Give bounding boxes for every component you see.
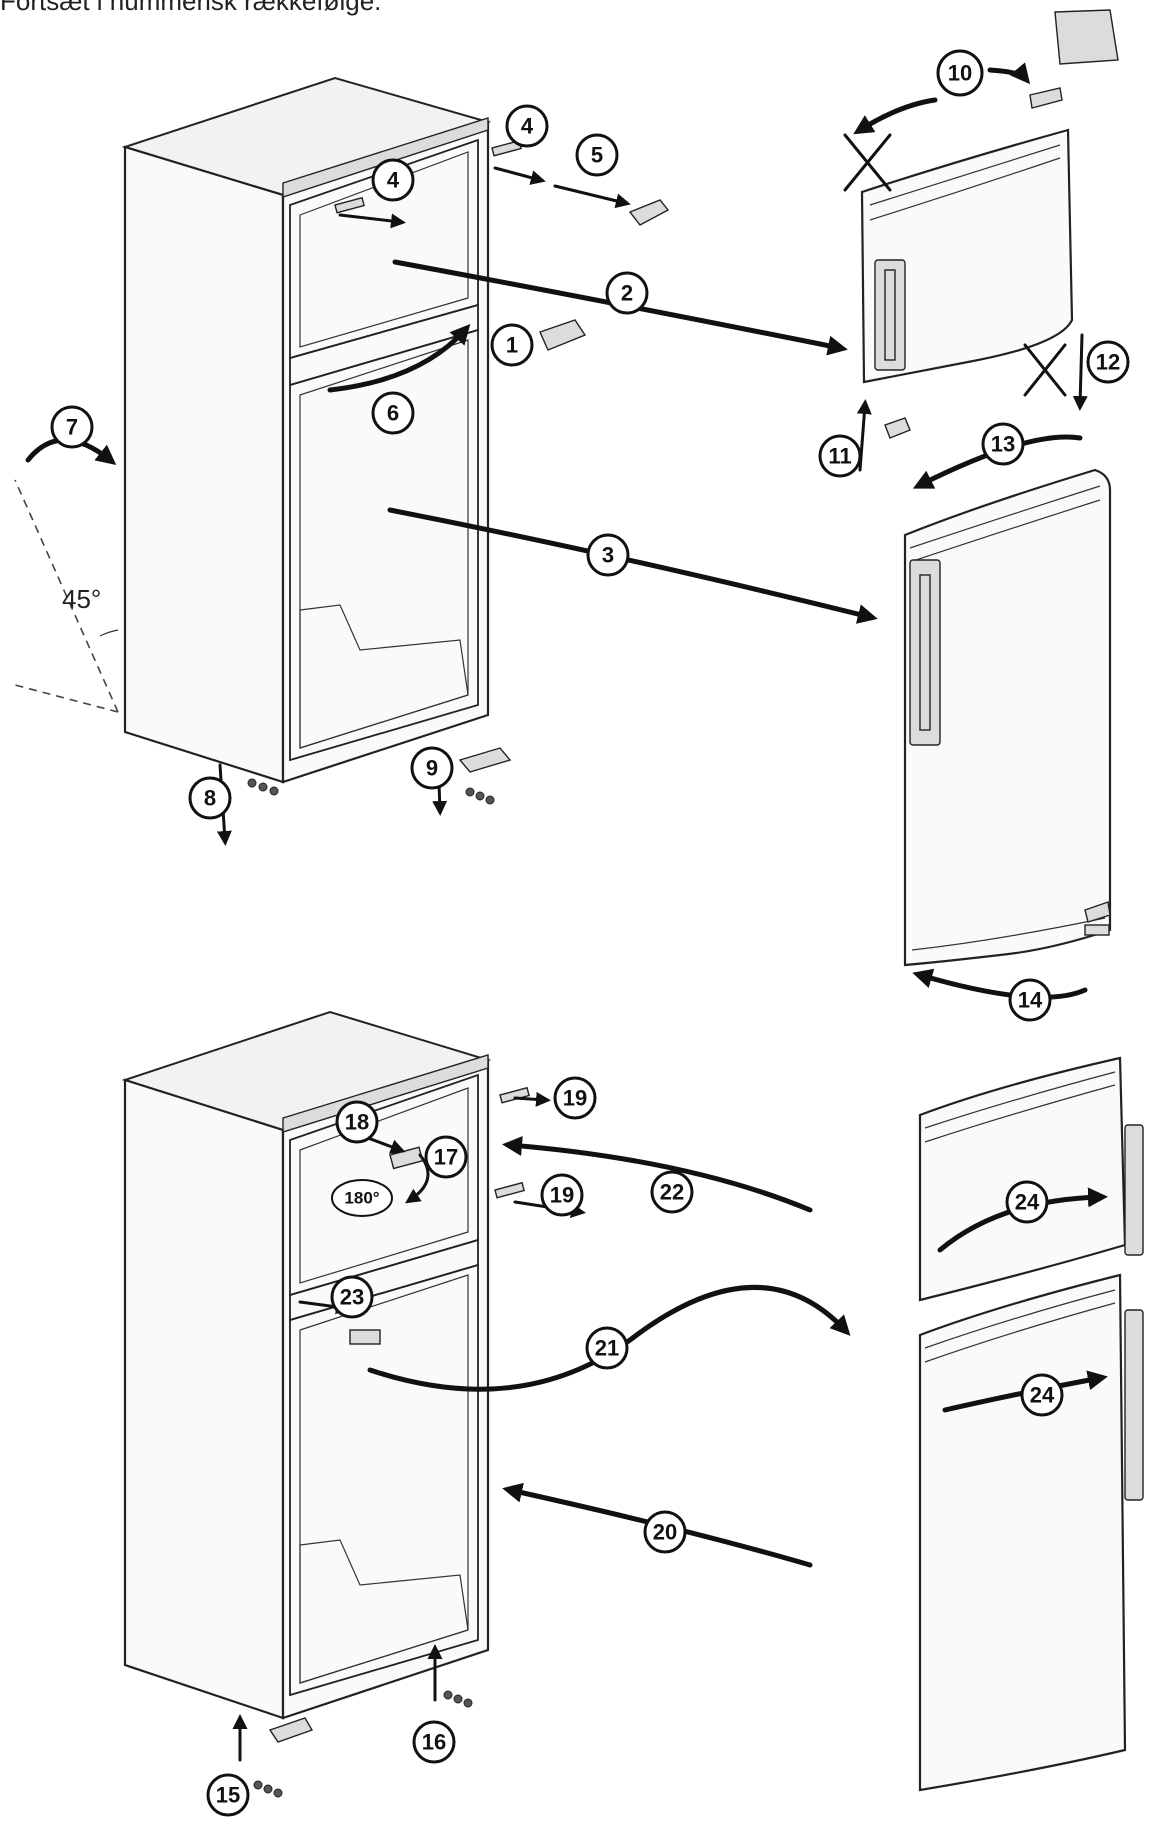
- callout-15: 15: [206, 1773, 250, 1817]
- callout-19a: 19: [553, 1076, 597, 1120]
- svg-text:20: 20: [653, 1520, 677, 1545]
- callout-9: 9: [410, 746, 454, 790]
- svg-text:2: 2: [621, 281, 633, 306]
- svg-text:7: 7: [66, 415, 78, 440]
- callout-4a: 4: [505, 104, 549, 148]
- svg-text:24: 24: [1030, 1383, 1055, 1408]
- callout-17: 17: [424, 1135, 468, 1179]
- angle-label: 45°: [62, 584, 101, 614]
- svg-text:24: 24: [1015, 1190, 1040, 1215]
- callout-23: 23: [330, 1275, 374, 1319]
- callout-3: 3: [586, 533, 630, 577]
- svg-text:8: 8: [204, 786, 216, 811]
- fridge-top-illustration: [121, 76, 522, 784]
- fridge-door-top: [903, 468, 1112, 967]
- svg-text:18: 18: [345, 1110, 369, 1135]
- callout-2: 2: [605, 271, 649, 315]
- svg-text:4: 4: [387, 168, 400, 193]
- svg-text:12: 12: [1096, 350, 1120, 375]
- svg-text:23: 23: [340, 1285, 364, 1310]
- svg-text:19: 19: [563, 1086, 587, 1111]
- svg-text:22: 22: [660, 1180, 684, 1205]
- svg-text:6: 6: [387, 401, 399, 426]
- svg-text:3: 3: [602, 543, 614, 568]
- svg-text:21: 21: [595, 1336, 619, 1361]
- freezer-door-top: [860, 9, 1119, 384]
- callout-21: 21: [585, 1326, 629, 1370]
- callout-13: 13: [981, 422, 1025, 466]
- rotate-label: 180°: [344, 1189, 379, 1208]
- svg-text:17: 17: [434, 1145, 458, 1170]
- fridge-door-bottom: [918, 1273, 1144, 1792]
- callout-14: 14: [1008, 978, 1052, 1022]
- callout-16: 16: [412, 1720, 456, 1764]
- svg-text:16: 16: [422, 1730, 446, 1755]
- callout-7: 7: [50, 405, 94, 449]
- crossed-out-markers: [843, 133, 1067, 397]
- rotate-180-indicator: 180°: [331, 1179, 393, 1217]
- callout-24a: 24: [1005, 1180, 1049, 1224]
- svg-text:19: 19: [550, 1183, 574, 1208]
- svg-text:11: 11: [828, 444, 851, 469]
- svg-text:10: 10: [948, 61, 972, 86]
- callout-10: 10: [936, 49, 984, 97]
- svg-text:1: 1: [506, 333, 518, 358]
- callout-19b: 19: [540, 1173, 584, 1217]
- callout-5: 5: [575, 133, 619, 177]
- callout-1: 1: [490, 323, 534, 367]
- tilt-angle-guide: 45°: [14, 479, 119, 713]
- fridge-bottom-illustration: [121, 1010, 530, 1720]
- callout-20: 20: [643, 1510, 687, 1554]
- svg-text:13: 13: [991, 432, 1015, 457]
- svg-text:4: 4: [521, 114, 534, 139]
- hinge-parts: [247, 199, 1111, 1798]
- callout-11: 11: [818, 434, 862, 478]
- callout-8: 8: [188, 776, 232, 820]
- callout-18: 18: [335, 1100, 379, 1144]
- callout-12: 12: [1086, 340, 1130, 384]
- svg-text:5: 5: [591, 143, 603, 168]
- callout-6: 6: [371, 391, 415, 435]
- freezer-door-bottom: [918, 1056, 1144, 1302]
- callout-24b: 24: [1020, 1373, 1064, 1417]
- callout-4b: 4: [371, 158, 415, 202]
- svg-text:9: 9: [426, 756, 438, 781]
- svg-text:14: 14: [1018, 988, 1043, 1013]
- callout-22: 22: [650, 1170, 694, 1214]
- instruction-header: Fortsæt i nummerisk rækkefølge.: [0, 0, 382, 16]
- svg-text:15: 15: [216, 1783, 240, 1808]
